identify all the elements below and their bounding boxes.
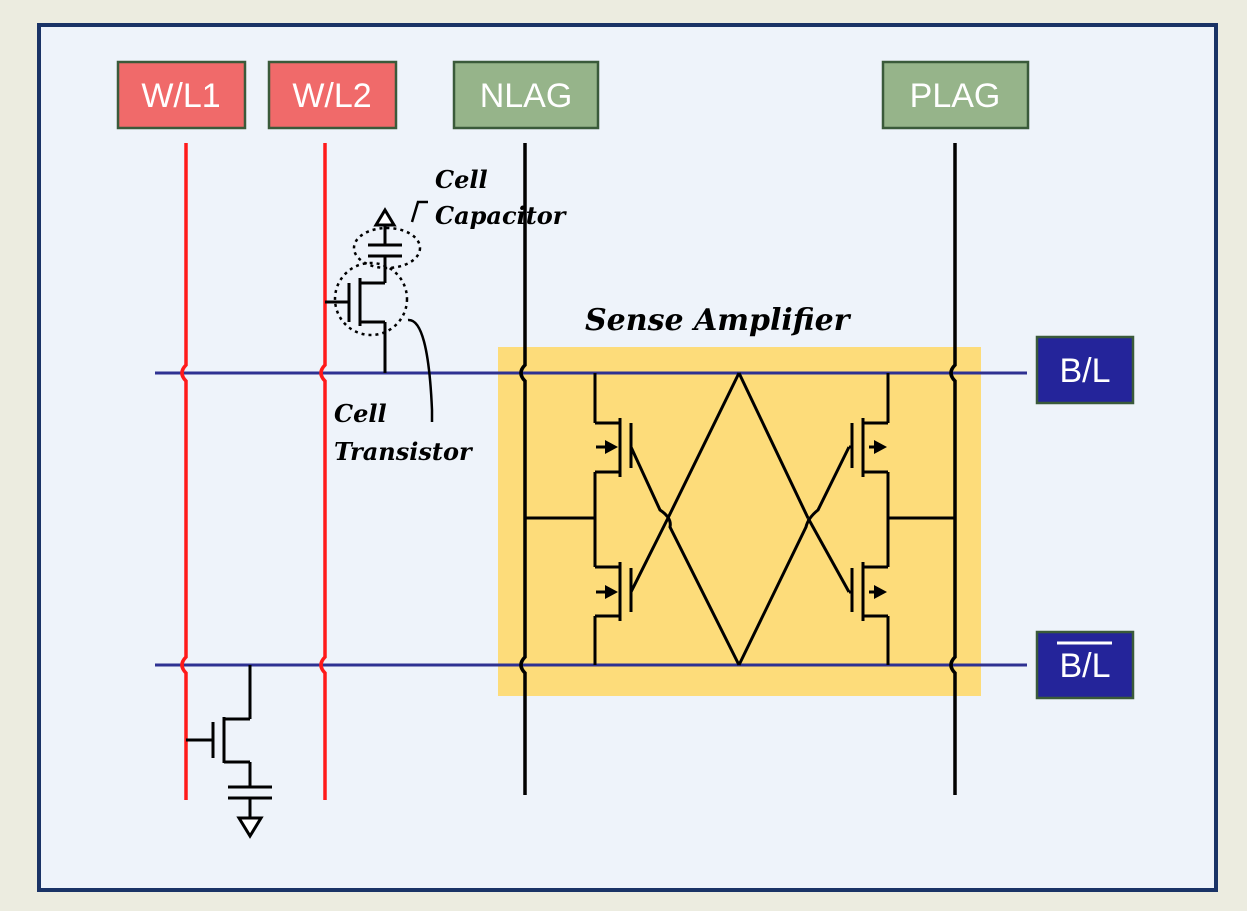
svg-text:W/L1: W/L1	[141, 77, 220, 115]
cell-capacitor-label-line2: Capacitor	[435, 201, 568, 230]
wl1-label: W/L1	[116, 60, 247, 130]
cell-capacitor-callout	[410, 200, 428, 223]
cell-capacitor-highlight	[352, 226, 422, 270]
cell-transistor-wl2	[325, 256, 387, 373]
sense-amplifier-region	[498, 347, 981, 696]
cell-capacitor	[368, 207, 402, 258]
plag-label: PLAG	[881, 60, 1030, 130]
cell-transistor-wl1	[186, 665, 272, 839]
cell-transistor-label-line2: Transistor	[334, 437, 474, 466]
word-line-1	[180, 143, 188, 800]
cell-transistor-callout	[407, 318, 434, 422]
svg-text:W/L2: W/L2	[292, 77, 371, 115]
bl-label: B/L	[1035, 335, 1135, 405]
svg-text:B/L: B/L	[1059, 647, 1110, 685]
svg-text:B/L: B/L	[1059, 352, 1110, 390]
nlag-label: NLAG	[452, 60, 600, 130]
svg-text:NLAG: NLAG	[480, 77, 573, 115]
word-line-2	[319, 143, 327, 800]
sense-amplifier-title: Sense Amplifier	[585, 303, 852, 338]
bl-bar-label: B/L	[1035, 630, 1135, 700]
cell-transistor-label-line1: Cell	[334, 399, 387, 428]
transistor-arrows	[605, 440, 887, 599]
svg-text:PLAG: PLAG	[910, 77, 1001, 115]
cell-transistor-highlight	[333, 261, 409, 337]
wl2-label: W/L2	[267, 60, 398, 130]
cell-capacitor-label-line1: Cell	[435, 165, 488, 194]
